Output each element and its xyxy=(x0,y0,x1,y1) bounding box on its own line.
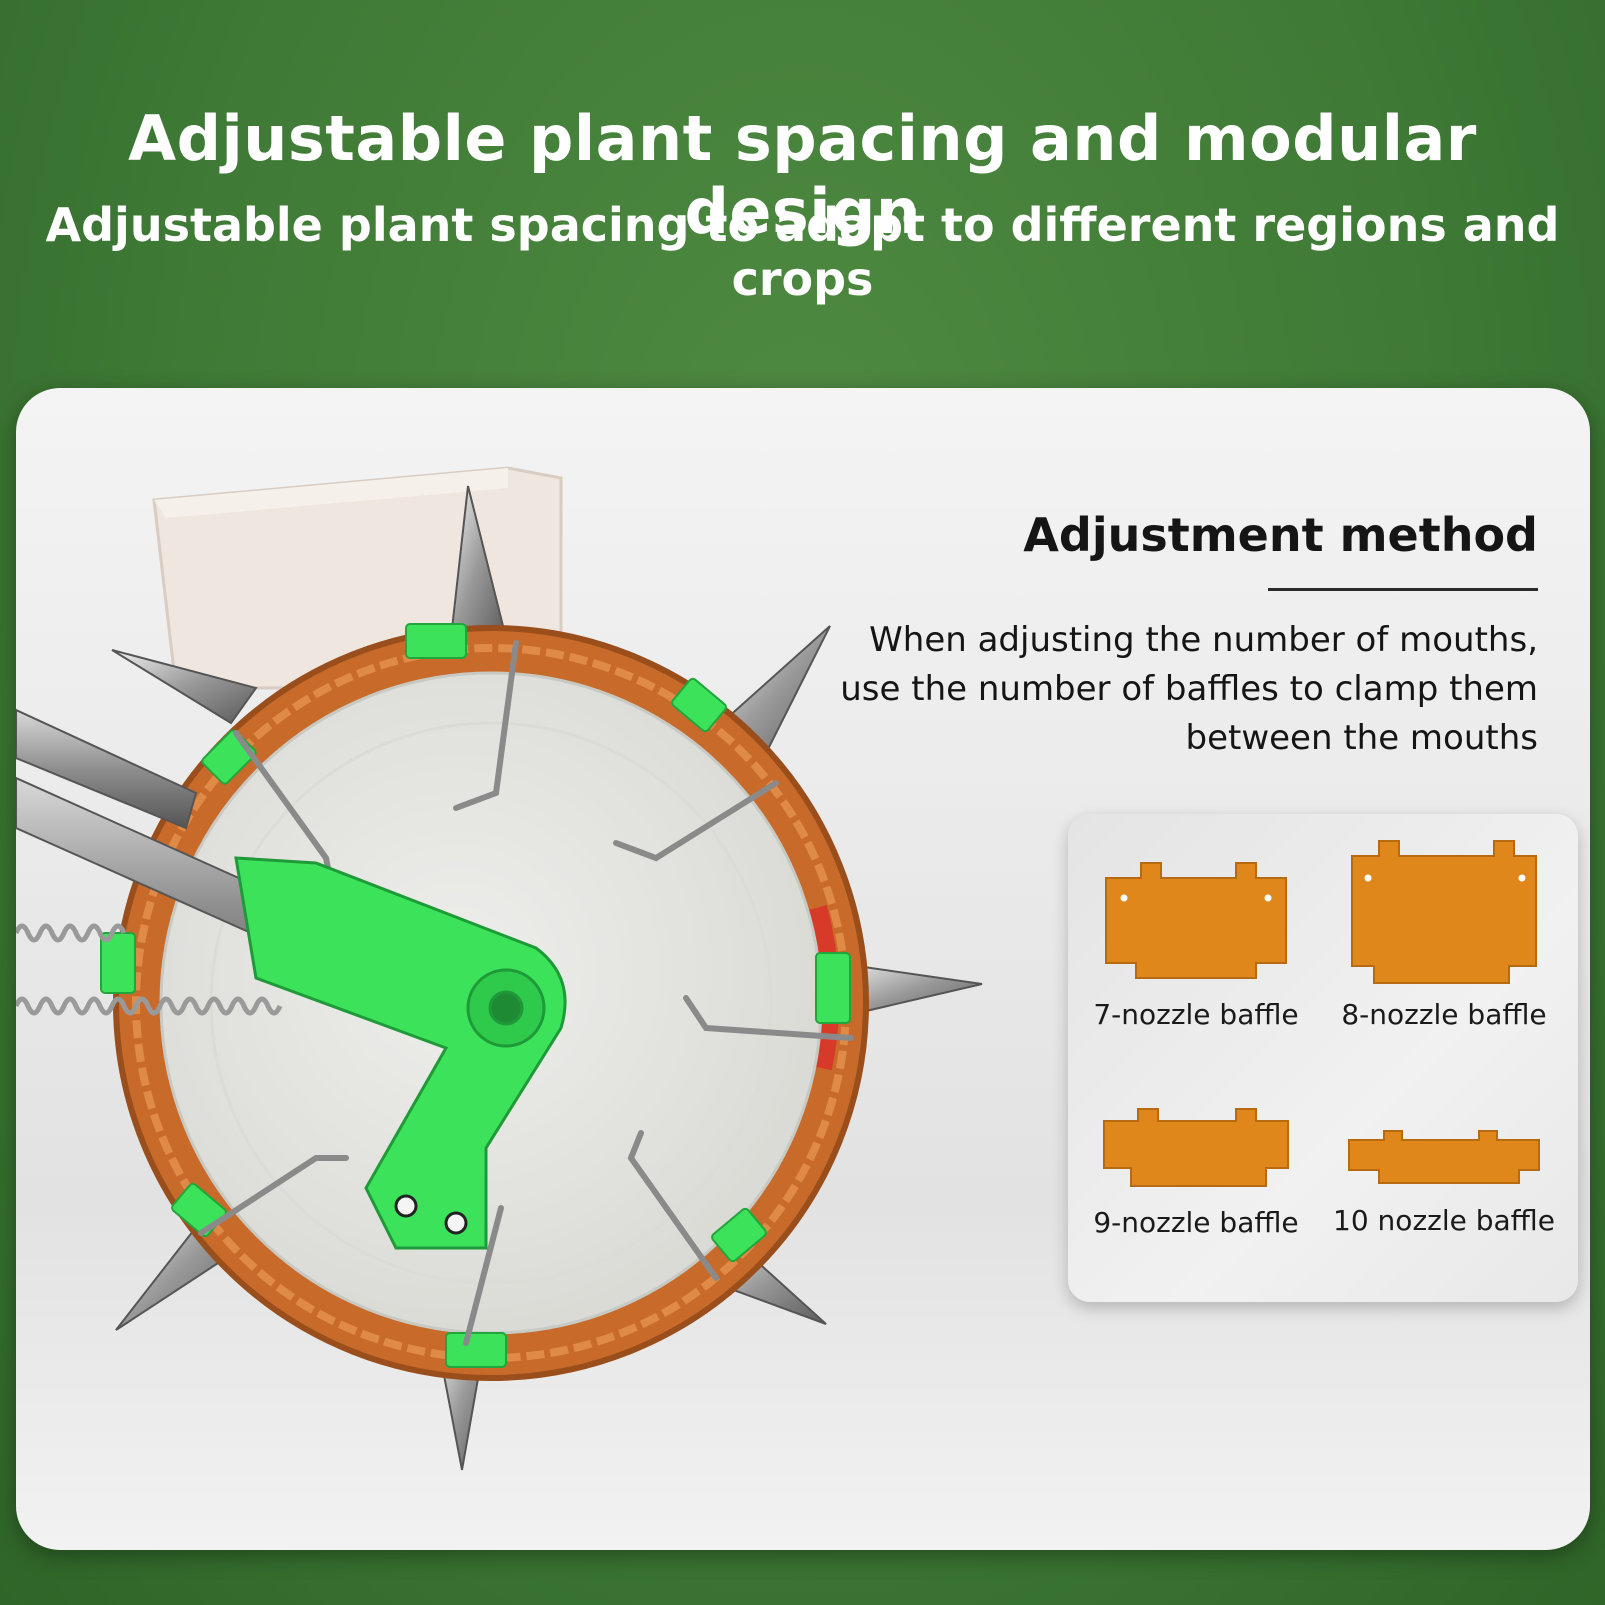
page-title: Adjustable plant spacing and modular des… xyxy=(128,102,1477,248)
green-bracket-arm xyxy=(234,856,567,1250)
page-subtitle: Adjustable plant spacing to adapt to dif… xyxy=(45,198,1560,306)
baffle-option-8: 8-nozzle baffle xyxy=(1324,836,1564,1031)
title-divider xyxy=(1268,588,1538,591)
baffle-plate-large-icon xyxy=(1105,862,1287,979)
baffle-plate-small-icon xyxy=(1348,1130,1540,1184)
description-line: use the number of baffles to clamp them xyxy=(840,669,1538,709)
adjustment-method-title: Adjustment method xyxy=(1023,508,1538,562)
adjustment-description: When adjusting the number of mouths, use… xyxy=(818,616,1538,763)
baffle-option-9: 9-nozzle baffle xyxy=(1076,1106,1316,1239)
green-clips xyxy=(100,623,851,1368)
description-line: between the mouths xyxy=(1185,718,1538,758)
springs xyxy=(16,923,283,1016)
baffle-plate-tall-icon xyxy=(1351,840,1537,984)
description-line: When adjusting the number of mouths, xyxy=(869,620,1538,660)
seeder-wheel-illustration xyxy=(16,466,983,1471)
baffle-option-7: 7-nozzle baffle xyxy=(1076,858,1316,1031)
product-panel: Adjustment method When adjusting the num… xyxy=(16,388,1590,1550)
baffle-options-card: 7-nozzle baffle 8-nozzle baffle 9-nozzle… xyxy=(1068,814,1578,1302)
baffle-plate-medium-icon xyxy=(1103,1108,1289,1187)
bracket-bolts xyxy=(394,1194,468,1235)
baffle-label: 10 nozzle baffle xyxy=(1333,1204,1555,1237)
baffle-option-10: 10 nozzle baffle xyxy=(1324,1128,1564,1237)
wire-hooks xyxy=(198,640,854,1346)
baffle-label: 9-nozzle baffle xyxy=(1093,1206,1299,1239)
baffle-label: 7-nozzle baffle xyxy=(1093,998,1299,1031)
baffle-label: 8-nozzle baffle xyxy=(1341,998,1547,1031)
